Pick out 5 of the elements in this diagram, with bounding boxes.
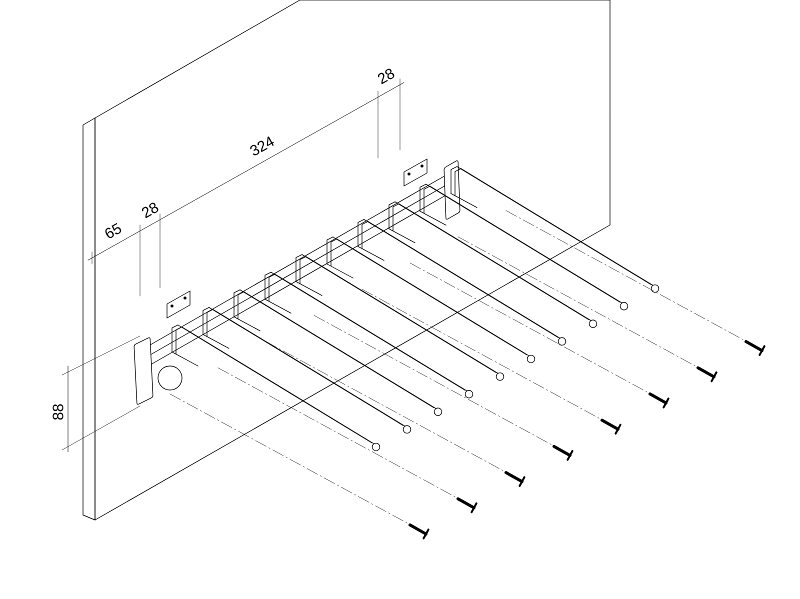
- dimension-label: 28: [378, 68, 394, 84]
- dimension-label: 88: [52, 404, 64, 420]
- dimension-label: 28: [142, 202, 158, 218]
- dimension-label: 65: [105, 223, 122, 238]
- dimension-label: 324: [250, 136, 274, 156]
